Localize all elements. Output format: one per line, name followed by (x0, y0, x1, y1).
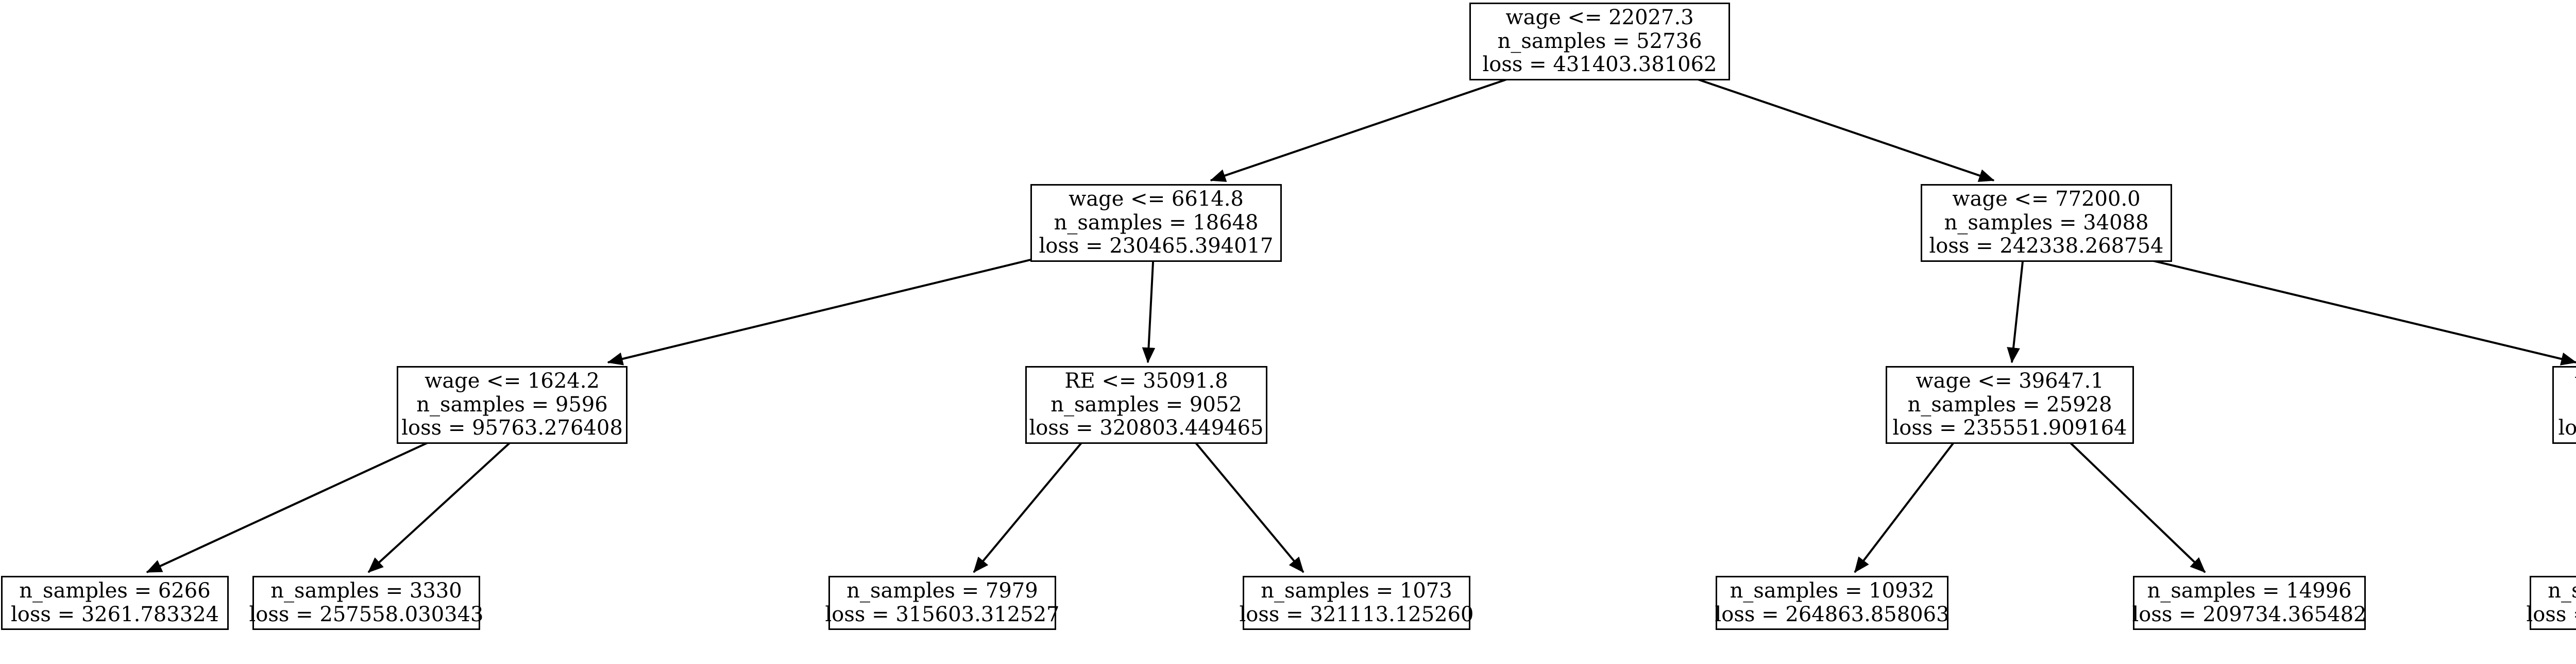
node-n-samples: n_samples = 1073 (1261, 579, 1452, 603)
node-loss: loss = 200958.693927 (2526, 602, 2576, 626)
node-condition: wage <= 77200.0 (1952, 187, 2141, 211)
tree-edge (146, 423, 469, 573)
node-loss: loss = 3261.783324 (10, 602, 219, 626)
tree-edge (1179, 423, 1304, 573)
leaf-node: n_samples = 6977loss = 200958.693927 (2526, 576, 2576, 630)
tree-edge (2049, 423, 2206, 573)
decision-node: wage <= 150190.1n_samples = 8160loss = 2… (2552, 366, 2576, 444)
tree-edge (367, 423, 532, 573)
node-loss: loss = 230465.394017 (1039, 234, 1274, 258)
node-loss: loss = 242338.268754 (1929, 234, 2164, 258)
node-loss: loss = 320803.449465 (1029, 416, 1264, 440)
node-condition: wage <= 1624.2 (425, 369, 600, 393)
node-loss: loss = 321113.125260 (1239, 602, 1474, 626)
node-n-samples: n_samples = 25928 (1907, 392, 2112, 417)
node-loss: loss = 431403.381062 (1482, 53, 1717, 77)
node-n-samples: n_samples = 18648 (1054, 210, 1259, 235)
node-loss: loss = 235551.909164 (1892, 416, 2127, 440)
node-loss: loss = 223442.831173 (2558, 416, 2576, 440)
tree-edge (607, 241, 1103, 366)
node-n-samples: n_samples = 7979 (846, 579, 1038, 603)
node-condition: wage <= 150190.1 (2575, 369, 2576, 393)
tree-edges (146, 60, 2576, 573)
node-loss: loss = 95763.276408 (401, 416, 623, 440)
node-loss: loss = 315603.312527 (825, 602, 1060, 626)
node-n-samples: n_samples = 52736 (1497, 29, 1702, 53)
node-condition: wage <= 22027.3 (1505, 6, 1694, 29)
node-n-samples: n_samples = 3330 (270, 579, 462, 603)
node-condition: wage <= 6614.8 (1069, 187, 1244, 211)
tree-edge (973, 423, 1098, 573)
node-loss: loss = 209734.365482 (2132, 602, 2367, 626)
node-n-samples: n_samples = 9596 (416, 392, 608, 417)
node-n-samples: n_samples = 10932 (1730, 579, 1935, 603)
node-n-samples: n_samples = 6266 (19, 579, 211, 603)
node-loss: loss = 257558.030343 (249, 602, 484, 626)
node-n-samples: n_samples = 34088 (1944, 210, 2149, 235)
node-loss: loss = 264863.858063 (1715, 602, 1950, 626)
node-condition: RE <= 35091.8 (1064, 369, 1228, 393)
node-n-samples: n_samples = 9052 (1050, 392, 1242, 417)
node-n-samples: n_samples = 6977 (2548, 579, 2576, 603)
node-condition: wage <= 39647.1 (1916, 369, 2104, 393)
tree-edge (1854, 423, 1969, 573)
node-n-samples: n_samples = 14996 (2147, 579, 2352, 603)
